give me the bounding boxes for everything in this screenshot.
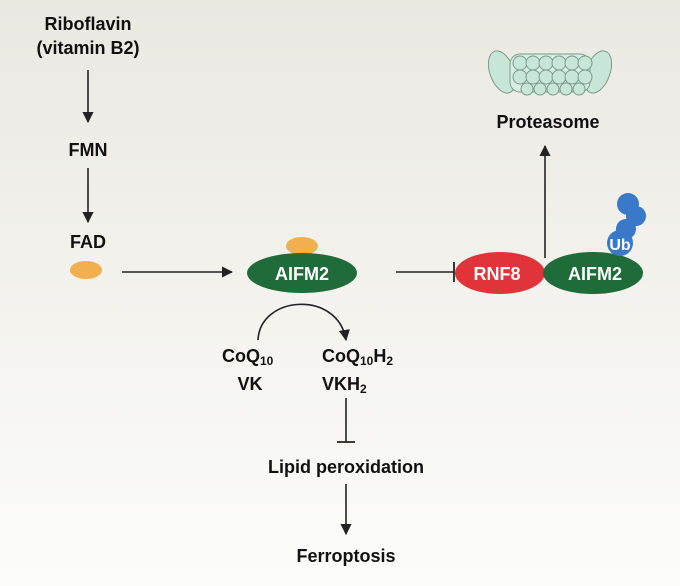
coq10-label: CoQ10 (222, 346, 274, 368)
fad-cofactor-icon (70, 261, 102, 279)
ub-label: Ub (609, 237, 631, 254)
proteasome-label: Proteasome (496, 112, 599, 132)
coq10h2-label: CoQ10H2 (322, 346, 393, 368)
proteasome-icon (487, 50, 613, 96)
vitamin-b2-label: (vitamin B2) (36, 38, 139, 58)
vkh2-label: VKH2 (322, 374, 367, 396)
ubiquitin-chain-icon (607, 193, 646, 256)
rnf8-node (455, 252, 545, 294)
lipid-peroxidation-label: Lipid peroxidation (268, 457, 424, 477)
aifm2-right-node (543, 252, 643, 294)
riboflavin-label: Riboflavin (44, 14, 131, 34)
fmn-label: FMN (69, 140, 108, 160)
ferroptosis-label: Ferroptosis (296, 546, 395, 566)
aifm2-center-label: AIFM2 (275, 264, 329, 284)
rnf8-label: RNF8 (473, 264, 520, 284)
aifm2-center-node (247, 253, 357, 293)
vk-label: VK (237, 374, 262, 394)
redox-arc-arrow (257, 303, 350, 342)
fad-label: FAD (70, 232, 106, 252)
bound-fad-icon (286, 237, 318, 255)
aifm2-right-label: AIFM2 (568, 264, 622, 284)
